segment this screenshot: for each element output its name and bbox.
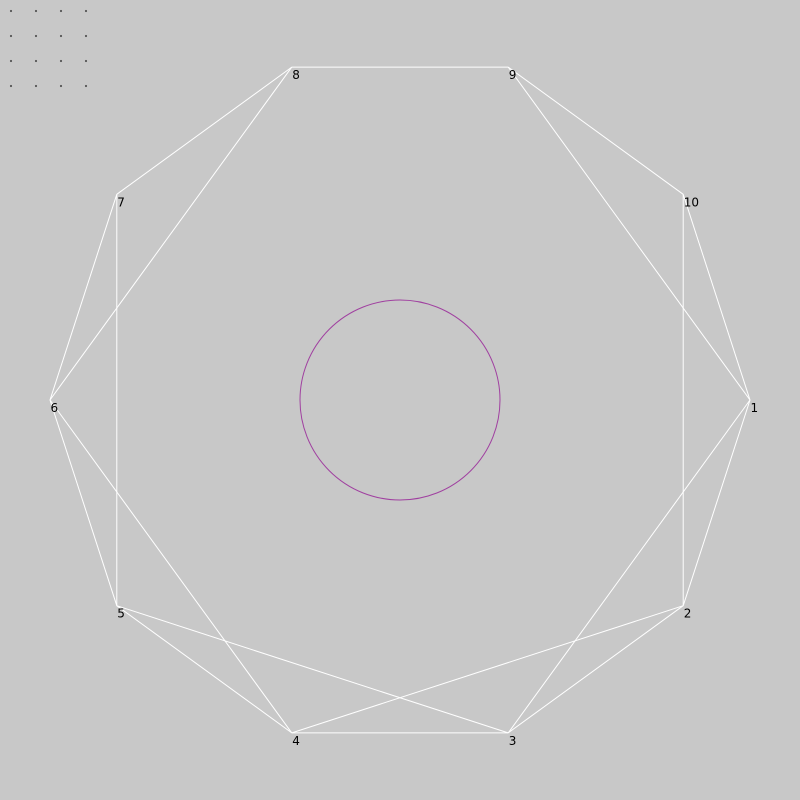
edge-4-5	[116, 605, 293, 734]
grid-dots	[9, 9, 88, 88]
grid-dot	[84, 34, 88, 38]
node-label-6: 6	[51, 401, 59, 415]
node-labels: 1 2 3 4 5 6 7 8 9 10	[51, 68, 759, 748]
node-label-3: 3	[509, 734, 517, 748]
edge-1-10	[682, 194, 751, 401]
grid-dot	[34, 59, 38, 63]
edge-7-8	[116, 66, 293, 195]
grid-dot	[9, 34, 13, 38]
edge-1-9	[507, 66, 751, 401]
edge-5-6	[49, 399, 118, 606]
grid-dot	[84, 59, 88, 63]
node-label-9: 9	[509, 68, 517, 82]
edge-2-3	[507, 605, 684, 734]
node-label-1: 1	[751, 401, 759, 415]
edge-6-7	[49, 194, 118, 401]
edge-2-4	[291, 605, 684, 734]
edge-9-10	[507, 66, 684, 195]
node-label-4: 4	[292, 734, 300, 748]
grid-dot	[9, 59, 13, 63]
grid-dot	[59, 59, 63, 63]
node-label-10: 10	[684, 195, 699, 209]
edge-4-6	[49, 399, 293, 734]
node-label-7: 7	[117, 195, 125, 209]
edge-1-3	[507, 399, 751, 734]
grid-dot	[59, 9, 63, 13]
node-label-5: 5	[117, 607, 125, 621]
edges	[49, 66, 751, 734]
grid-dot	[9, 84, 13, 88]
grid-dot	[9, 9, 13, 13]
grid-dot	[34, 9, 38, 13]
edge-6-8	[49, 66, 293, 401]
edge-3-5	[116, 605, 509, 734]
grid-dot	[84, 9, 88, 13]
grid-dot	[84, 84, 88, 88]
grid-dot	[59, 34, 63, 38]
node-label-2: 2	[684, 607, 692, 621]
grid-dot	[34, 34, 38, 38]
edge-1-2	[682, 399, 751, 606]
grid-dot	[59, 84, 63, 88]
grid-dot	[34, 84, 38, 88]
center-circle	[299, 299, 501, 501]
node-label-8: 8	[292, 68, 300, 82]
